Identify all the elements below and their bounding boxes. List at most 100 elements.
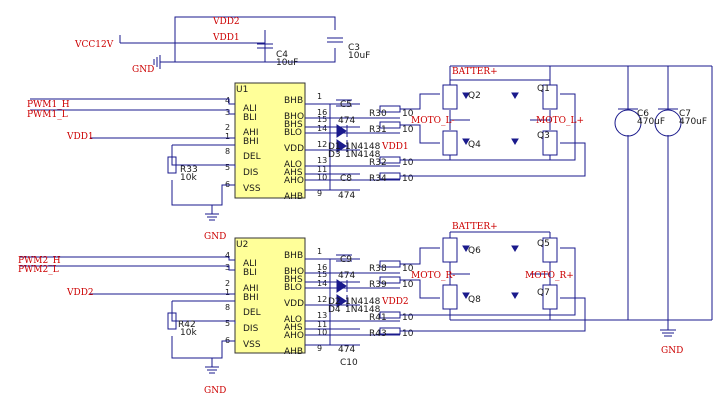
u1-pin-alo: ALO: [284, 160, 302, 170]
r42-value: 10k: [180, 328, 197, 338]
r33-resistor: [167, 156, 177, 174]
u2-pin-aho: AHO: [284, 331, 304, 341]
q1-ref: Q1: [537, 84, 550, 94]
u2-num-3: 3: [225, 263, 230, 272]
r30-ref: R30: [369, 109, 387, 119]
r38-ref: R38: [369, 264, 387, 274]
u1-pin-bhb: BHB: [284, 96, 303, 106]
u2-pin-bhb: BHB: [284, 251, 303, 261]
u2-num-r11: 11: [317, 320, 327, 329]
u1-num-r10: 10: [317, 173, 327, 182]
d1-part: 1N4148: [345, 142, 381, 152]
u1-pin-bho: BHO: [284, 112, 304, 122]
u2-pin-bhi: BHI: [243, 293, 259, 303]
power-section: VDD2 VDD1 VCC12V GND C4 10uF C3 10uF: [74, 16, 370, 75]
u1-ref: U1: [236, 85, 248, 95]
r31-ref: R31: [369, 125, 387, 135]
gnd-bulk-label: GND: [661, 346, 683, 356]
batter1-label: BATTER+: [452, 67, 498, 77]
r30-value: 10: [402, 109, 414, 119]
u2-pin-dis: DIS: [243, 324, 259, 334]
c6-ref: C6: [637, 109, 649, 119]
u2-num-4: 4: [225, 251, 230, 260]
u2-num-2: 2: [225, 279, 230, 288]
r43-value: 10: [402, 329, 414, 339]
474b-value: 474: [338, 191, 355, 201]
u2-num-r15: 15: [317, 270, 327, 279]
bridge1: BATTER+ MOTO_L- MOTO_L+ Q2 Q1 Q4 Q3: [400, 65, 712, 177]
u1-num-r9: 9: [317, 189, 322, 198]
u2-pin-bli: BLI: [243, 268, 257, 278]
u1-pin-vss: VSS: [243, 184, 261, 194]
q4-ref: Q4: [468, 140, 481, 150]
u2-pin-ahb: AHB: [284, 347, 303, 357]
u2-pin-ali: ALI: [243, 259, 257, 269]
bridge2: BATTER+ MOTO_R- MOTO_R+ Q6 Q5 Q8 Q7: [400, 222, 628, 332]
u2-chip: [234, 237, 306, 354]
r39-ref: R39: [369, 280, 387, 290]
u1-num-r12: 12: [317, 140, 327, 149]
pwm2-l-label: PWM2_L: [18, 265, 59, 275]
moto-r-pos-label: MOTO_R+: [525, 271, 574, 281]
u1-pin-bhi: BHI: [243, 137, 259, 147]
u2-num-r9: 9: [317, 344, 322, 353]
pwm2-h-label: PWM2_H: [18, 256, 61, 266]
r31-value: 10: [402, 125, 414, 135]
u2-ref: U2: [236, 240, 248, 250]
r32-ref: R32: [369, 158, 387, 168]
u1-pin-aho: AHO: [284, 176, 304, 186]
u2-num-8: 8: [225, 303, 230, 312]
474d-value: 474: [338, 345, 355, 355]
u2-pin-blo: BLO: [284, 283, 302, 293]
u1-pin-dis: DIS: [243, 168, 259, 178]
bulk-caps: C6 470uF C7 470uF GND: [614, 65, 713, 356]
u1-pin-vdd: VDD: [284, 144, 304, 154]
c7-ref: C7: [679, 109, 691, 119]
pwm1-l-label: PWM1_L: [27, 110, 68, 120]
d3-ref: D3: [328, 150, 341, 160]
pwm1-h-label: PWM1_H: [27, 100, 70, 110]
r34-ref: R34: [369, 174, 387, 184]
u1-num-4: 4: [225, 96, 230, 105]
vcc-label: VCC12V: [74, 40, 114, 50]
r42-resistor: [167, 312, 177, 330]
d2-part: 1N4148: [345, 297, 381, 307]
u1-pin-del: DEL: [243, 152, 261, 162]
moto-l-neg-label: MOTO_L-: [411, 116, 455, 126]
d3-part: 1N4148: [345, 150, 381, 160]
u2-num-r1: 1: [317, 247, 322, 256]
c3-value: 10uF: [348, 51, 370, 61]
u2-num-1: 1: [225, 288, 230, 297]
u2-pin-bho: BHO: [284, 267, 304, 277]
vdd2-input-label: VDD2: [66, 288, 94, 298]
u2-num-r14: 14: [317, 279, 327, 288]
u2-pin-ahs: AHS: [284, 323, 303, 333]
u2-pin-bhs: BHS: [284, 275, 303, 285]
u1-num-r11: 11: [317, 165, 327, 174]
q7-ref: Q7: [537, 288, 550, 298]
u2-num-r12: 12: [317, 295, 327, 304]
c9-ref: C9: [340, 255, 352, 265]
batter2-label: BATTER+: [452, 222, 498, 232]
u2-pin-alo: ALO: [284, 315, 302, 325]
c4-ref: C4: [276, 50, 288, 60]
c10-ref: C10: [340, 358, 358, 368]
gnd-top-label: GND: [132, 65, 154, 75]
474c-value: 474: [338, 271, 355, 281]
u1-chip: [234, 82, 306, 199]
c5-ref: C5: [340, 100, 352, 110]
moto-l-pos-label: MOTO_L+: [536, 116, 584, 126]
u1-num-r14: 14: [317, 124, 327, 133]
r41-value: 10: [402, 313, 414, 323]
u2-pin-ahi: AHI: [243, 284, 259, 294]
r38-value: 10: [402, 264, 414, 274]
u2-pin-del: DEL: [243, 308, 261, 318]
u1-pin-blo: BLO: [284, 128, 302, 138]
u1-pin-ahb: AHB: [284, 192, 303, 202]
u1-pin-ahi: AHI: [243, 128, 259, 138]
u1-num-r1: 1: [317, 92, 322, 101]
u1-pin-ahs: AHS: [284, 168, 303, 178]
u2-num-r10: 10: [317, 328, 327, 337]
u2-num-r13: 13: [317, 311, 327, 320]
